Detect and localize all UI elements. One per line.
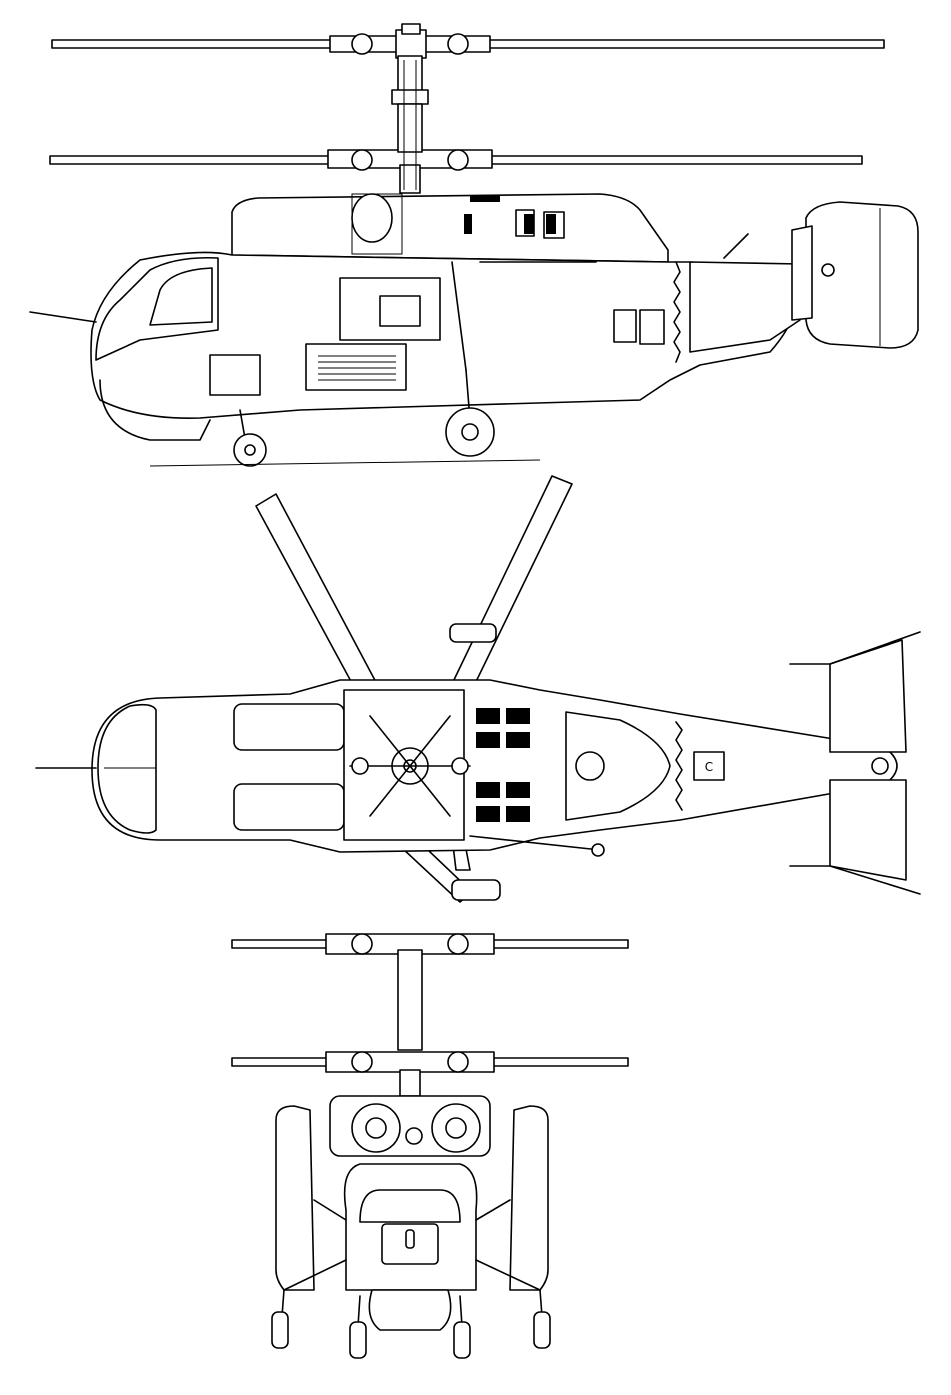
tail-marking-box: [693, 751, 725, 781]
cockpit-window: [149, 267, 213, 326]
engine-right: [233, 783, 345, 831]
top-view: C: [35, 475, 921, 903]
upper-rotor: [51, 23, 885, 59]
blade-tip: [451, 879, 501, 901]
front-gear-inner-left: [349, 1295, 367, 1359]
front-lower-rotor: [231, 1051, 629, 1073]
top-stabilizer-upper: [829, 639, 907, 753]
side-vent: [305, 343, 407, 391]
engine-housing: [231, 193, 669, 263]
front-mast: [397, 949, 423, 1051]
front-gear-inner-right: [453, 1295, 471, 1359]
top-fuselage: [91, 679, 898, 853]
front-gear-outer-right: [533, 1289, 551, 1349]
nose-probe: [29, 311, 97, 323]
tail-marking: C: [705, 760, 713, 774]
vent-slats: [318, 355, 396, 381]
exhaust-grille: [464, 196, 556, 234]
front-gear-outer-left: [271, 1289, 289, 1349]
top-vents: [476, 708, 530, 822]
ground-line: [149, 459, 541, 467]
tail-boom: [689, 261, 801, 353]
front-fin-right: [509, 1105, 549, 1291]
tail-joint: [673, 261, 681, 363]
engine-left: [233, 703, 345, 751]
intake-window: [351, 193, 393, 243]
tail-fin: [805, 201, 919, 349]
nose-gear: [233, 409, 267, 467]
front-fin-left: [275, 1105, 315, 1291]
front-upper-rotor: [231, 933, 629, 955]
rotor-mast: [391, 55, 429, 194]
main-gear: [445, 369, 495, 457]
fuselage: [90, 251, 801, 419]
side-view: [29, 23, 919, 467]
top-canopy: [97, 703, 157, 834]
top-stabilizer-lower: [829, 779, 907, 881]
front-view: [231, 933, 629, 1359]
lower-rotor: [49, 149, 863, 171]
